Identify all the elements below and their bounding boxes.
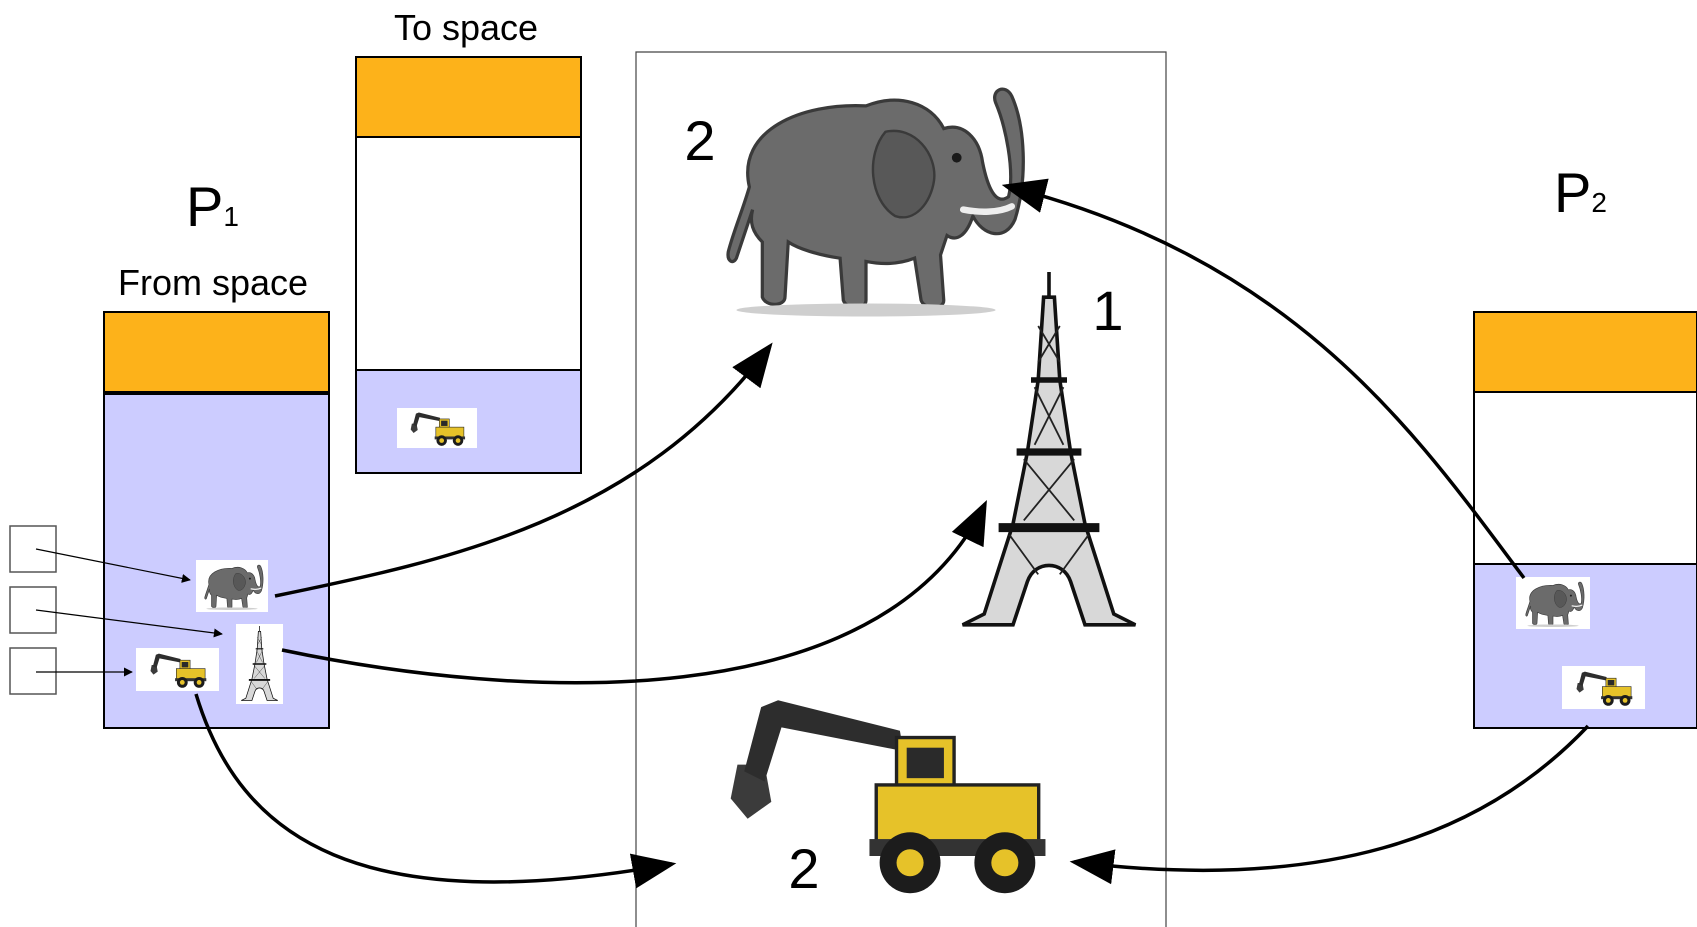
to-space-free-area	[356, 137, 581, 370]
to-space-label: To space	[394, 7, 538, 48]
root-slot-2	[10, 587, 56, 633]
p1-subscript: 1	[223, 201, 239, 232]
p1-tower-pointer-arrow	[282, 504, 985, 683]
p2-subscript: 2	[1591, 187, 1607, 218]
shared-excavator-icon	[731, 700, 1046, 893]
root-slot-1	[10, 526, 56, 572]
from-space-label: From space	[118, 262, 308, 303]
tower-count: 1	[1092, 279, 1123, 342]
elephant-count: 2	[684, 109, 715, 172]
from-space-tower-icon	[236, 624, 283, 704]
from-space-header-block	[104, 312, 329, 392]
p2-free-area	[1474, 392, 1697, 564]
p1-label: P1	[186, 175, 239, 238]
to-space-header-block	[356, 57, 581, 137]
from-space-elephant-icon	[196, 560, 268, 612]
p2-excavator-pointer-arrow	[1074, 726, 1588, 870]
p2-elephant-icon	[1516, 577, 1590, 629]
from-space-excavator-icon	[136, 648, 219, 691]
p2-header-block	[1474, 312, 1697, 392]
p2-excavator-icon	[1562, 666, 1645, 709]
p2-label: P2	[1554, 161, 1607, 224]
to-space-excavator-icon	[397, 408, 477, 448]
root-slot-3	[10, 648, 56, 694]
shared-elephant-icon	[728, 89, 1023, 316]
excavator-count: 2	[788, 837, 819, 900]
